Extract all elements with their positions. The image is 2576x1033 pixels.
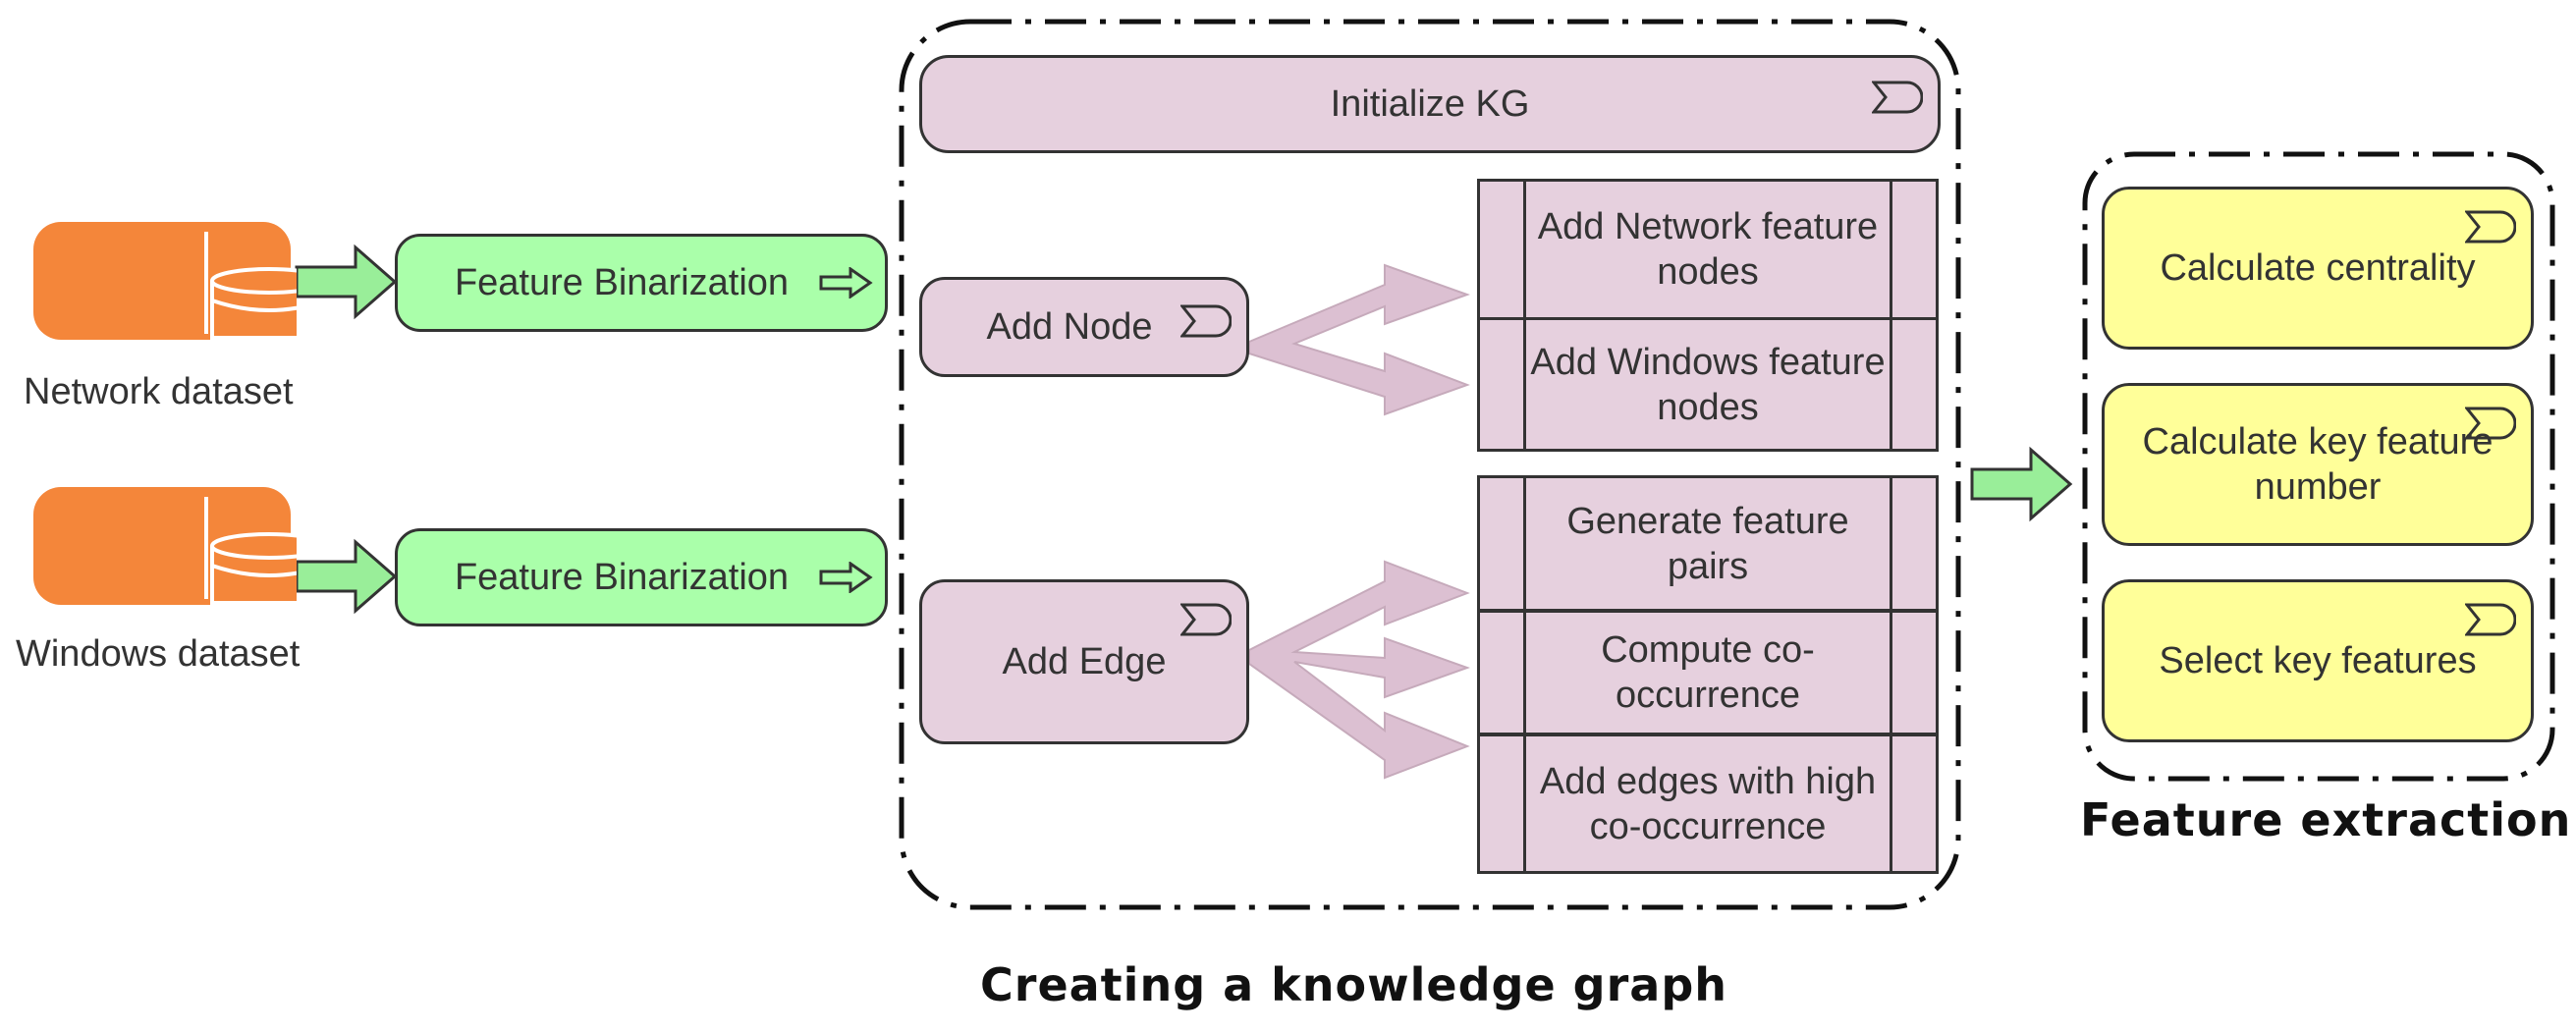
binarization-bottom-label: Feature Binarization (454, 557, 790, 598)
network-dataset-label: Network dataset (24, 371, 294, 412)
edge-step-add-edges: Add edges with high co-occurrence (1526, 736, 1890, 871)
fe-step-key-number-box: Calculate key feature number (2102, 383, 2534, 546)
binarization-bottom-box: Feature Binarization (395, 528, 888, 626)
fe-step-centrality-box: Calculate centrality (2102, 187, 2534, 350)
node-step-windows: Add Windows feature nodes (1526, 320, 1890, 449)
add-node-box: Add Node (919, 277, 1249, 377)
edge-step-cooccurrence: Compute co-occurrence (1526, 613, 1890, 733)
event-icon (1180, 304, 1232, 338)
windows-dataset-label: Windows dataset (16, 633, 301, 675)
event-icon (1180, 603, 1232, 636)
node-trigger-arrows (1248, 263, 1470, 416)
process-arrow-icon (819, 562, 873, 593)
initialize-kg-box: Initialize KG (919, 55, 1941, 153)
fe-step-select-label: Select key features (2159, 640, 2477, 681)
edge-trigger-arrows (1248, 560, 1470, 780)
event-icon (1872, 81, 1923, 114)
add-edge-box: Add Edge (919, 579, 1249, 744)
flow-arrow-windows (295, 538, 398, 615)
windows-dataset-icon (29, 483, 328, 611)
kg-group-title: Creating a knowledge graph (980, 958, 1727, 1011)
event-icon (2465, 407, 2516, 440)
event-icon (2465, 210, 2516, 244)
fe-step-select-box: Select key features (2102, 579, 2534, 742)
edge-step-pairs: Generate feature pairs (1526, 478, 1890, 609)
fe-group-border (2082, 151, 2555, 782)
process-arrow-icon (819, 267, 873, 299)
fe-group-title: Feature extraction (2080, 793, 2572, 846)
initialize-kg-label: Initialize KG (1330, 83, 1530, 125)
flow-arrow-network (295, 244, 398, 320)
event-icon (2465, 603, 2516, 636)
flow-arrow-kg-to-fe (1970, 446, 2073, 522)
network-dataset-icon (29, 218, 328, 346)
node-steps-table: Add Network feature nodes Add Windows fe… (1477, 179, 1939, 452)
add-node-label: Add Node (986, 306, 1153, 348)
fe-step-key-number-label: Calculate key feature number (2142, 421, 2494, 508)
binarization-top-box: Feature Binarization (395, 234, 888, 332)
kg-group-border (899, 19, 1961, 910)
binarization-top-label: Feature Binarization (454, 262, 790, 303)
fe-step-centrality-label: Calculate centrality (2160, 247, 2476, 289)
add-edge-label: Add Edge (1002, 641, 1167, 682)
edge-steps-table: Generate feature pairs Compute co-occurr… (1477, 475, 1939, 874)
node-step-network: Add Network feature nodes (1526, 182, 1890, 317)
